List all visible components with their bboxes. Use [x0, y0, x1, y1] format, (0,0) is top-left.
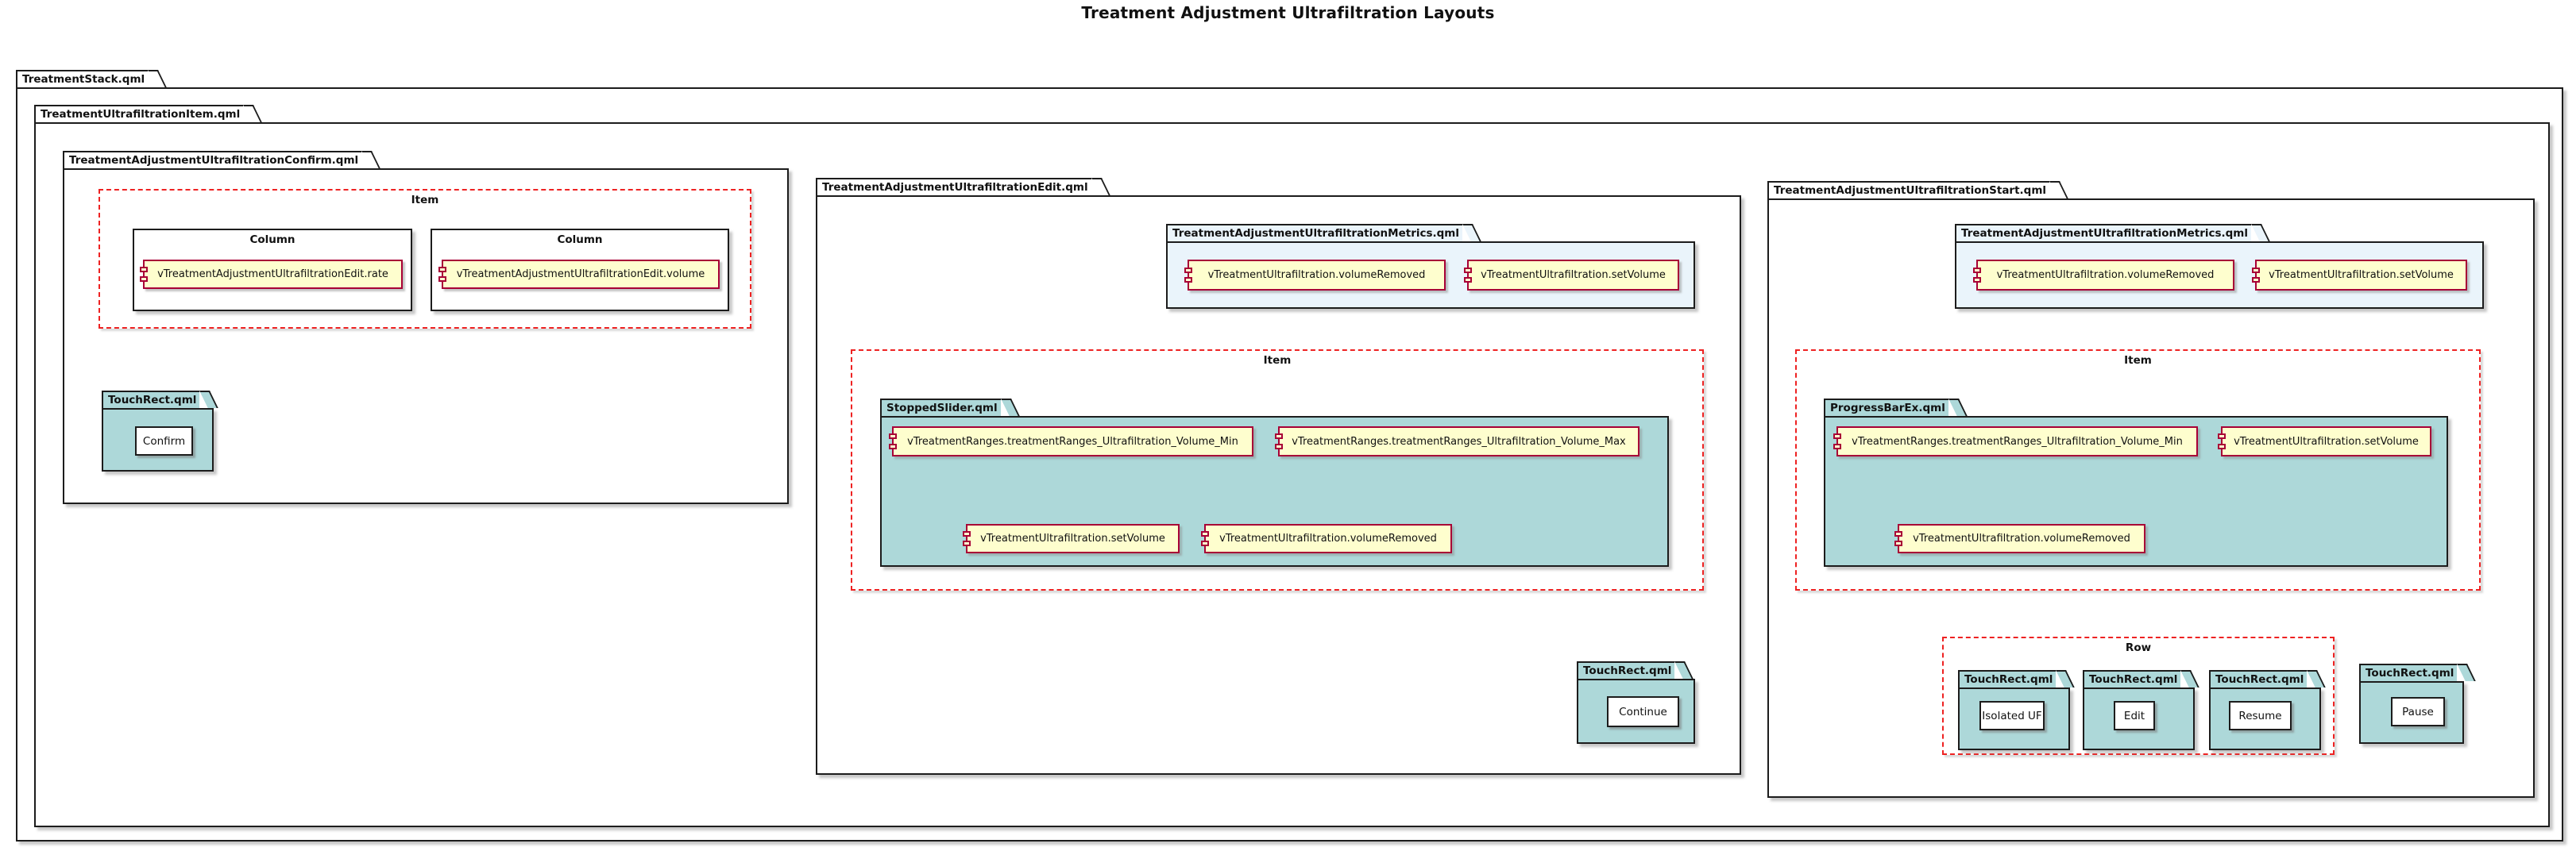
- frame-tab-start: TreatmentAdjustmentUltrafiltrationStart.…: [1767, 181, 2050, 198]
- component-volume-removed: vTreatmentUltrafiltration.volumeRemoved: [1184, 260, 1446, 291]
- column-label: Column: [249, 233, 295, 246]
- frame-tab-label: TreatmentAdjustmentUltrafiltrationMetric…: [1172, 227, 1459, 240]
- frame-tab-label: StoppedSlider.qml: [886, 402, 998, 414]
- pause-button: Pause: [2391, 697, 2445, 726]
- component-label: vTreatmentUltrafiltration.setVolume: [980, 533, 1165, 545]
- component-volume-removed: vTreatmentUltrafiltration.volumeRemoved: [1973, 260, 2234, 291]
- edit-button: Edit: [2114, 701, 2155, 730]
- frame-tab-label: TouchRect.qml: [2089, 673, 2178, 686]
- component-label: vTreatmentAdjustmentUltrafiltrationEdit.…: [456, 268, 705, 280]
- frame-tab-label: TouchRect.qml: [2215, 673, 2304, 686]
- isolated-uf-button: Isolated UF: [1979, 701, 2045, 730]
- button-label: Edit: [2123, 709, 2145, 722]
- frame-tab-confirm: TreatmentAdjustmentUltrafiltrationConfir…: [63, 151, 362, 168]
- frame-tab-label: TouchRect.qml: [1583, 664, 1672, 677]
- touchrect-tab: TouchRect.qml: [2359, 664, 2458, 681]
- start-item-container: Item: [1795, 349, 2481, 591]
- button-label: Continue: [1619, 705, 1667, 718]
- component-set-volume: vTreatmentUltrafiltration.setVolume: [963, 524, 1180, 553]
- touchrect-edit: [2083, 687, 2195, 750]
- component-volume-removed: vTreatmentUltrafiltration.volumeRemoved: [1894, 524, 2145, 553]
- frame-tab-label: TouchRect.qml: [108, 394, 197, 406]
- frame-tab-start-metrics: TreatmentAdjustmentUltrafiltrationMetric…: [1955, 224, 2251, 241]
- frame-tab-edit: TreatmentAdjustmentUltrafiltrationEdit.q…: [816, 178, 1091, 195]
- component-label: vTreatmentUltrafiltration.setVolume: [2269, 269, 2454, 281]
- touchrect-tab: TouchRect.qml: [1577, 661, 1675, 679]
- component-label: vTreatmentUltrafiltration.volumeRemoved: [1913, 533, 2130, 545]
- confirm-button: Confirm: [135, 426, 193, 456]
- frame-tab-stopped-slider: StoppedSlider.qml: [880, 399, 1001, 416]
- edit-item-container: Item: [851, 349, 1704, 591]
- touchrect-tab: TouchRect.qml: [2209, 670, 2308, 687]
- frame-tab-label: TreatmentStack.qml: [22, 73, 145, 86]
- column-label: Column: [557, 233, 603, 246]
- item-label: Item: [1263, 354, 1292, 367]
- touchrect-tab: TouchRect.qml: [1958, 670, 2057, 687]
- touchrect-tab: TouchRect.qml: [102, 391, 200, 408]
- component-label: vTreatmentUltrafiltration.volumeRemoved: [1207, 269, 1426, 281]
- continue-button: Continue: [1607, 696, 1679, 727]
- button-label: Confirm: [142, 434, 186, 448]
- component-label: vTreatmentRanges.treatmentRanges_Ultrafi…: [1292, 435, 1626, 448]
- component-label: vTreatmentUltrafiltration.volumeRemoved: [1996, 269, 2215, 281]
- frame-tab-label: ProgressBarEx.qml: [1830, 402, 1945, 414]
- component-volume-min: vTreatmentRanges.treatmentRanges_Ultrafi…: [1833, 426, 2198, 456]
- touchrect-tab: TouchRect.qml: [2083, 670, 2181, 687]
- component-edit-rate: vTreatmentAdjustmentUltrafiltrationEdit.…: [140, 260, 403, 289]
- frame-tab-label: TreatmentAdjustmentUltrafiltrationMetric…: [1961, 227, 2248, 240]
- button-label: Resume: [2238, 709, 2282, 722]
- start-row-container: Row: [1942, 637, 2335, 755]
- frame-tab-label: TouchRect.qml: [2366, 667, 2454, 680]
- component-label: vTreatmentUltrafiltration.setVolume: [1481, 269, 1666, 281]
- component-volume-max: vTreatmentRanges.treatmentRanges_Ultrafi…: [1275, 426, 1639, 456]
- frame-tab-progress-bar-ex: ProgressBarEx.qml: [1824, 399, 1948, 416]
- component-volume-min: vTreatmentRanges.treatmentRanges_Ultrafi…: [889, 426, 1253, 456]
- item-label: Item: [411, 194, 439, 206]
- component-label: vTreatmentRanges.treatmentRanges_Ultrafi…: [907, 435, 1238, 448]
- frame-tab-label: TreatmentAdjustmentUltrafiltrationEdit.q…: [822, 181, 1088, 194]
- frame-tab-treatment-stack: TreatmentStack.qml: [16, 70, 149, 87]
- component-label: vTreatmentAdjustmentUltrafiltrationEdit.…: [157, 268, 388, 280]
- component-volume-removed: vTreatmentUltrafiltration.volumeRemoved: [1201, 524, 1452, 553]
- component-set-volume: vTreatmentUltrafiltration.setVolume: [2252, 260, 2467, 291]
- component-label: vTreatmentRanges.treatmentRanges_Ultrafi…: [1852, 435, 2183, 448]
- confirm-item-container: Item: [98, 189, 751, 329]
- button-label: Isolated UF: [1982, 709, 2042, 722]
- frame-tab-treatment-ultrafiltration-item: TreatmentUltrafiltrationItem.qml: [34, 105, 244, 122]
- component-label: vTreatmentUltrafiltration.volumeRemoved: [1219, 533, 1437, 545]
- button-label: Pause: [2402, 705, 2434, 718]
- frame-tab-label: TreatmentUltrafiltrationItem.qml: [41, 108, 241, 121]
- frame-tab-label: TreatmentAdjustmentUltrafiltrationConfir…: [69, 154, 359, 167]
- row-label: Row: [2125, 641, 2152, 654]
- component-edit-volume: vTreatmentAdjustmentUltrafiltrationEdit.…: [438, 260, 720, 289]
- frame-tab-label: TouchRect.qml: [1964, 673, 2053, 686]
- frame-tab-edit-metrics: TreatmentAdjustmentUltrafiltrationMetric…: [1166, 224, 1462, 241]
- resume-button: Resume: [2229, 701, 2292, 730]
- component-set-volume: vTreatmentUltrafiltration.setVolume: [1464, 260, 1679, 291]
- diagram-title: Treatment Adjustment Ultrafiltration Lay…: [1081, 3, 1495, 22]
- component-label: vTreatmentUltrafiltration.setVolume: [2234, 435, 2419, 448]
- frame-tab-label: TreatmentAdjustmentUltrafiltrationStart.…: [1774, 184, 2047, 197]
- component-set-volume: vTreatmentUltrafiltration.setVolume: [2218, 426, 2431, 456]
- item-label: Item: [2124, 354, 2152, 367]
